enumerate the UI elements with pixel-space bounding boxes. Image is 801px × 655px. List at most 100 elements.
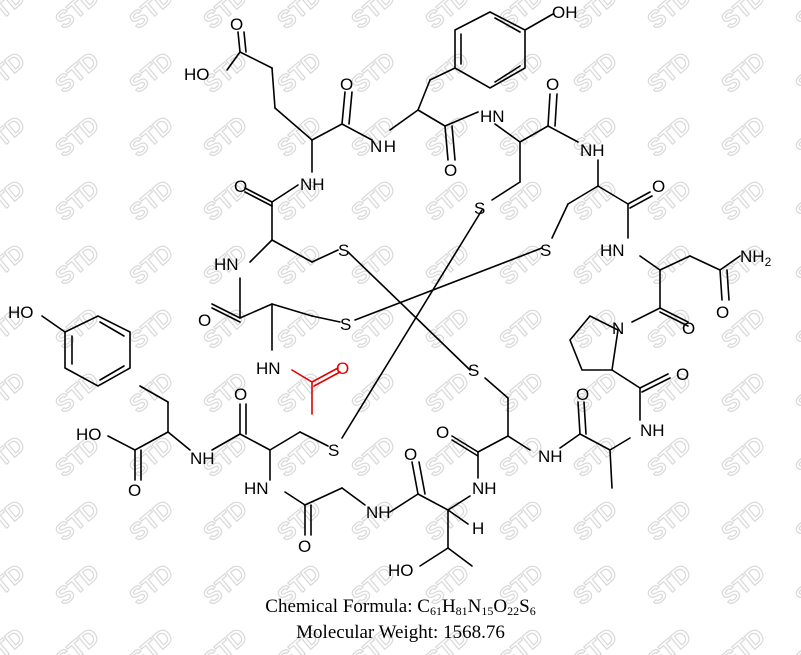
watermark-text: STD [125, 495, 179, 547]
watermark-text: STD [347, 0, 401, 35]
atom-label: O [444, 161, 457, 180]
atom-label: HN [600, 241, 625, 260]
watermark-text: STD [495, 175, 549, 227]
watermark-text: STD [643, 111, 697, 163]
atom-label: NH [300, 175, 325, 194]
watermark-text: STD [791, 559, 801, 611]
watermark-text: STD [347, 303, 401, 355]
atom-label: NH [580, 141, 605, 160]
atom-label: NH [190, 449, 215, 468]
atom-label: NH [366, 503, 391, 522]
watermark-text: STD [717, 367, 771, 419]
formula-label: Chemical Formula: [265, 596, 418, 617]
atom-label: HO [184, 65, 210, 84]
atom-label: O [652, 177, 665, 196]
atom-labels: OH HO O O N H O HN O NH O NH O S S S HN … [8, 3, 772, 580]
watermark-text: STD [347, 367, 401, 419]
watermark-text: STD [273, 47, 327, 99]
watermark-text: STD [125, 303, 179, 355]
chemical-formula: Chemical Formula: C61H81N15O22S6 [0, 596, 801, 619]
watermark-text: STD [791, 239, 801, 291]
atom-label: S [338, 241, 349, 260]
watermark-text: STD [199, 0, 253, 35]
watermark-text: STD [51, 111, 105, 163]
watermark-text: STD [791, 303, 801, 355]
watermark-text: STD [273, 239, 327, 291]
atom-label: O [436, 423, 449, 442]
watermark-text: STD [273, 431, 327, 483]
atom-label: O [546, 75, 559, 94]
watermark-text: STD [717, 495, 771, 547]
watermark-text: STD [125, 175, 179, 227]
watermark-text: STD [569, 431, 623, 483]
molecular-weight: Molecular Weight: 1568.76 [0, 622, 801, 644]
highlighted-acetyl [291, 367, 341, 415]
watermark-text: STD [125, 0, 179, 35]
watermark-text: STD [495, 495, 549, 547]
watermark-text: STD [347, 47, 401, 99]
watermark-text: STD [791, 47, 801, 99]
watermark-text: STD [273, 0, 327, 35]
atom-label: S [468, 361, 479, 380]
atom-label: NH [640, 421, 665, 440]
atom-label: S [540, 241, 551, 260]
atom-label: O [336, 359, 349, 378]
watermark-text: STD [125, 239, 179, 291]
watermark-text: STD [51, 175, 105, 227]
watermark-text: STD [421, 303, 475, 355]
watermark-text: STD [495, 303, 549, 355]
watermark-text: STD [0, 0, 31, 35]
mw-value: 1568.76 [443, 622, 505, 643]
atom-label: S [328, 441, 339, 460]
atom-label: O [230, 15, 243, 34]
atom-label: O [682, 319, 695, 338]
atom-label: H [472, 519, 484, 538]
atom-label: O [198, 311, 211, 330]
watermark-text: STD [51, 303, 105, 355]
watermark-text: STD [51, 47, 105, 99]
watermark-text: STD [199, 111, 253, 163]
watermark-text: STD [347, 431, 401, 483]
watermark-text: STD [717, 47, 771, 99]
atom-label: O [128, 481, 141, 500]
atom-label: NH [472, 479, 497, 498]
watermark-text: STD [421, 0, 475, 35]
atom-label: O [340, 75, 353, 94]
bond-lines [41, 11, 741, 567]
watermark-text: STD [125, 111, 179, 163]
watermark-text: STD [347, 175, 401, 227]
watermark-text: STD [421, 175, 475, 227]
watermark-text: STD [643, 47, 697, 99]
watermark-text: STD [791, 431, 801, 483]
atom-label: N [612, 319, 624, 338]
watermark-text: STD [0, 111, 31, 163]
watermark-text: STD [643, 0, 697, 35]
watermark-text: STD [791, 495, 801, 547]
watermark-text: STD [0, 175, 31, 227]
watermark-text: STD [0, 367, 31, 419]
watermark-text: STD [569, 175, 623, 227]
atom-label: HN [244, 479, 269, 498]
watermark-text: STD [791, 367, 801, 419]
watermark-text: STD [199, 495, 253, 547]
watermark-text: STD [0, 431, 31, 483]
atom-label: O [404, 445, 417, 464]
watermark-text: STD [643, 495, 697, 547]
watermark-text: STD [569, 495, 623, 547]
atom-label: HO [76, 425, 102, 444]
watermark-text: STD [51, 495, 105, 547]
atom-label: O [676, 365, 689, 384]
watermark-text: STD [0, 495, 31, 547]
watermark-text: STD [569, 47, 623, 99]
atom-label: HO [8, 303, 34, 322]
mw-label: Molecular Weight: [296, 622, 444, 643]
watermark-text: STD [643, 175, 697, 227]
watermark-text: STD [421, 47, 475, 99]
watermark-text: STD [125, 431, 179, 483]
watermark-text: STD [495, 0, 549, 35]
atom-label: S [474, 199, 485, 218]
formula-value: C61H81N15O22S6 [417, 596, 536, 618]
atom-label: O [234, 385, 247, 404]
atom-label: O [716, 303, 729, 322]
